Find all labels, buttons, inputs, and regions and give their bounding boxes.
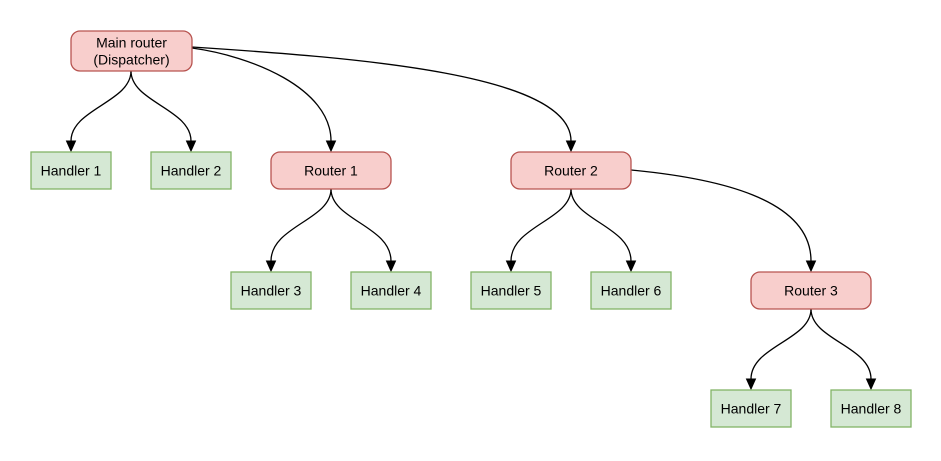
router-3-box	[750, 271, 872, 310]
handler-1-box	[30, 151, 112, 190]
edge-router-3-to-handler-8	[810, 308, 872, 380]
edge-main-router-to-handler-1	[70, 70, 132, 142]
edge-router-2-to-handler-6	[570, 188, 632, 262]
handler-7-label: Handler 7	[721, 401, 782, 417]
node-handler-4: Handler 4	[350, 271, 432, 310]
handler-3-label: Handler 3	[241, 283, 302, 299]
handler-4-box	[350, 271, 432, 310]
arrowhead-handler-3	[265, 260, 277, 273]
node-router-1: Router 1	[270, 151, 392, 190]
handler-4-label: Handler 4	[361, 283, 422, 299]
node-handler-5: Handler 5	[470, 271, 552, 310]
router-3-label: Router 3	[784, 283, 838, 299]
main-router-label-line2: (Dispatcher)	[93, 52, 169, 68]
edge-main-router-to-handler-2	[130, 70, 192, 142]
handler-1-label: Handler 1	[41, 163, 102, 179]
router-2-label: Router 2	[544, 163, 598, 179]
handler-6-box	[590, 271, 672, 310]
handler-2-box	[150, 151, 232, 190]
node-handler-3: Handler 3	[230, 271, 312, 310]
handler-2-label: Handler 2	[161, 163, 222, 179]
arrowhead-handler-4	[385, 260, 397, 273]
edge-router-2-to-handler-5	[510, 188, 572, 262]
node-handler-8: Handler 8	[830, 389, 912, 428]
arrowhead-handler-1	[65, 140, 77, 153]
node-handler-6: Handler 6	[590, 271, 672, 310]
handler-6-label: Handler 6	[601, 283, 662, 299]
node-handler-1: Handler 1	[30, 151, 112, 190]
handler-5-box	[470, 271, 552, 310]
arrowhead-handler-2	[185, 140, 197, 153]
node-handler-2: Handler 2	[150, 151, 232, 190]
router-1-box	[270, 151, 392, 190]
main-router-label-line1: Main router	[96, 35, 167, 51]
router-1-label: Router 1	[304, 163, 358, 179]
node-router-3: Router 3	[750, 271, 872, 310]
arrowhead-router-2	[565, 140, 577, 153]
arrowhead-router-3	[805, 260, 817, 273]
edge-router-3-to-handler-7	[750, 308, 812, 380]
edge-main-router-to-router-2	[191, 46, 572, 142]
handler-8-label: Handler 8	[841, 401, 902, 417]
edges-layer	[65, 46, 877, 391]
node-main-router: Main router (Dispatcher)	[70, 30, 193, 72]
node-handler-7: Handler 7	[710, 389, 792, 428]
main-router-box	[70, 30, 193, 72]
nodes-layer: Main router (Dispatcher) Handler 1 Handl…	[30, 30, 912, 428]
router-2-box	[510, 151, 632, 190]
handler-5-label: Handler 5	[481, 283, 542, 299]
arrowhead-handler-6	[625, 260, 637, 273]
edge-main-router-to-router-1	[191, 47, 332, 142]
arrowhead-router-1	[325, 140, 337, 153]
arrowhead-handler-8	[865, 378, 877, 391]
arrowhead-handler-7	[745, 378, 757, 391]
handler-3-box	[230, 271, 312, 310]
handler-7-box	[710, 389, 792, 428]
node-router-2: Router 2	[510, 151, 632, 190]
edge-router-1-to-handler-4	[330, 188, 392, 262]
handler-8-box	[830, 389, 912, 428]
edge-router-2-to-router-3	[630, 169, 812, 262]
edge-router-1-to-handler-3	[270, 188, 332, 262]
arrowhead-handler-5	[505, 260, 517, 273]
